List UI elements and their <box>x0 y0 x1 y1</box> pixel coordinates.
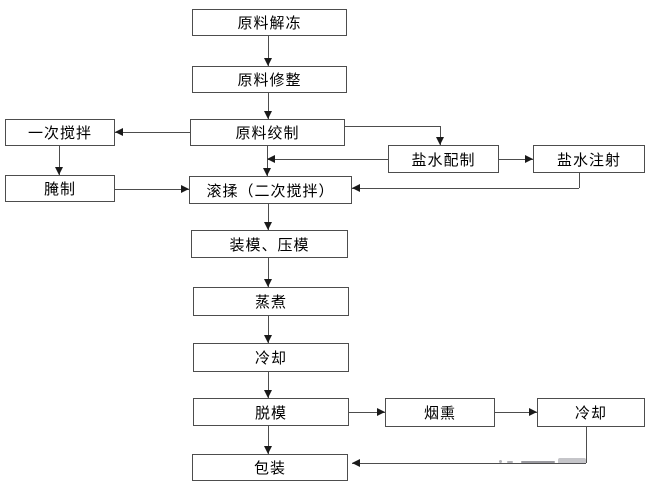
flow-node-raw-trim: 原料修整 <box>192 66 347 93</box>
connector-line-demold-to-pack <box>268 426 269 454</box>
connector-line-cool-2-to-pack <box>586 427 587 463</box>
arrowhead-down-icon <box>55 167 63 175</box>
arrowhead-down-icon <box>264 335 272 343</box>
connector-line-brine-prep-to-brine-inject <box>499 159 533 160</box>
arrowhead-left-icon <box>352 459 360 467</box>
connector-line-cool-2-to-pack <box>352 463 586 464</box>
arrowhead-down-icon <box>264 390 272 398</box>
connector-line-brine-prep-to-grind-tumble-connector <box>267 159 388 160</box>
flow-node-pack: 包装 <box>192 454 348 481</box>
arrowhead-down-icon <box>264 222 272 230</box>
connector-line-brine-inject-to-tumble <box>352 188 579 189</box>
flow-node-steam-cook: 蒸煮 <box>193 287 349 316</box>
arrowhead-down-icon <box>264 58 272 66</box>
flow-node-raw-thaw: 原料解冻 <box>192 9 347 36</box>
connector-line-cool-1-to-demold <box>268 372 269 398</box>
flow-node-demold: 脱模 <box>193 398 349 426</box>
arrowhead-down-icon <box>263 168 271 176</box>
arrowhead-right-icon <box>529 408 537 416</box>
connector-line-raw-grind-to-brine-prep <box>440 126 441 145</box>
connector-line-brine-inject-to-tumble <box>579 173 580 188</box>
arrowhead-down-icon <box>264 446 272 454</box>
flow-node-raw-grind: 原料绞制 <box>190 119 345 146</box>
flow-node-mold-press: 装模、压模 <box>191 230 348 258</box>
arrowhead-left-icon <box>267 155 275 163</box>
watermark <box>495 456 595 468</box>
connector-line-cure-to-tumble <box>115 189 189 190</box>
connector-line-demold-to-smoke <box>349 412 385 413</box>
connector-line-raw-grind-to-first-mix <box>115 132 190 133</box>
arrowhead-right-icon <box>181 185 189 193</box>
flow-node-tumble: 滚揉（二次搅拌） <box>189 176 352 204</box>
flow-node-smoke: 烟熏 <box>385 398 495 427</box>
arrowhead-right-icon <box>525 155 533 163</box>
connector-line-steam-cook-to-cool-1 <box>268 316 269 343</box>
flow-node-first-mix: 一次搅拌 <box>5 119 115 146</box>
connector-line-first-mix-to-cure <box>59 146 60 175</box>
arrowhead-left-icon <box>115 128 123 136</box>
arrowhead-down-icon <box>264 111 272 119</box>
flow-node-cool-2: 冷却 <box>537 398 645 427</box>
connector-line-smoke-to-cool-2 <box>495 412 537 413</box>
flow-node-brine-prep: 盐水配制 <box>388 145 499 173</box>
connector-line-raw-thaw-to-raw-trim <box>268 36 269 66</box>
arrowhead-right-icon <box>377 408 385 416</box>
flow-node-cool-1: 冷却 <box>193 343 349 372</box>
arrowhead-down-icon <box>264 279 272 287</box>
arrowhead-left-icon <box>352 184 360 192</box>
arrowhead-down-icon <box>436 137 444 145</box>
flow-node-cure: 腌制 <box>5 175 115 202</box>
flow-node-brine-inject: 盐水注射 <box>533 145 645 173</box>
connector-line-tumble-to-mold-press <box>268 204 269 230</box>
connector-line-raw-trim-to-raw-grind <box>268 93 269 119</box>
connector-line-mold-press-to-steam-cook <box>268 258 269 287</box>
connector-line-raw-grind-to-brine-prep <box>345 126 440 127</box>
